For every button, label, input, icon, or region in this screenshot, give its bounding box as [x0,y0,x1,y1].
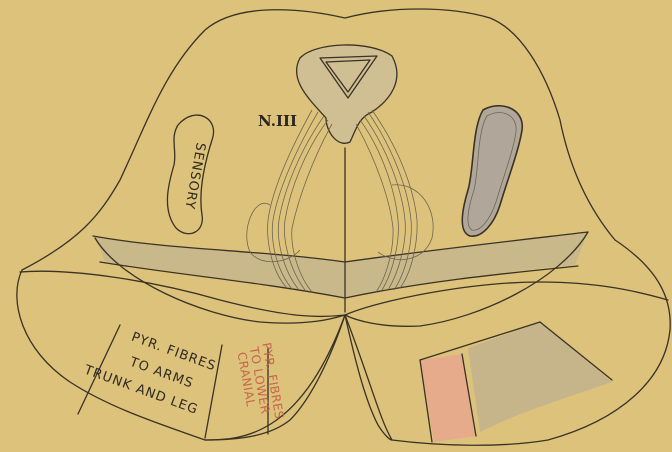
medial-lemniscus-band-shading [95,232,588,298]
sensory-label: SENSORY [181,141,208,210]
pink-fibre-strip [420,354,476,442]
aqueduct-gray-shading [297,45,397,143]
nerve-three-label: N.III [258,112,297,130]
lesion-area [462,106,522,236]
pyr-fibres-arms-label: PYR. FIBRES TO ARMS TRUNK AND LEG [81,318,218,418]
pyr-fibres-cranial-label: PYR. FIBRES TO LOWER CRANIAL [234,342,287,425]
